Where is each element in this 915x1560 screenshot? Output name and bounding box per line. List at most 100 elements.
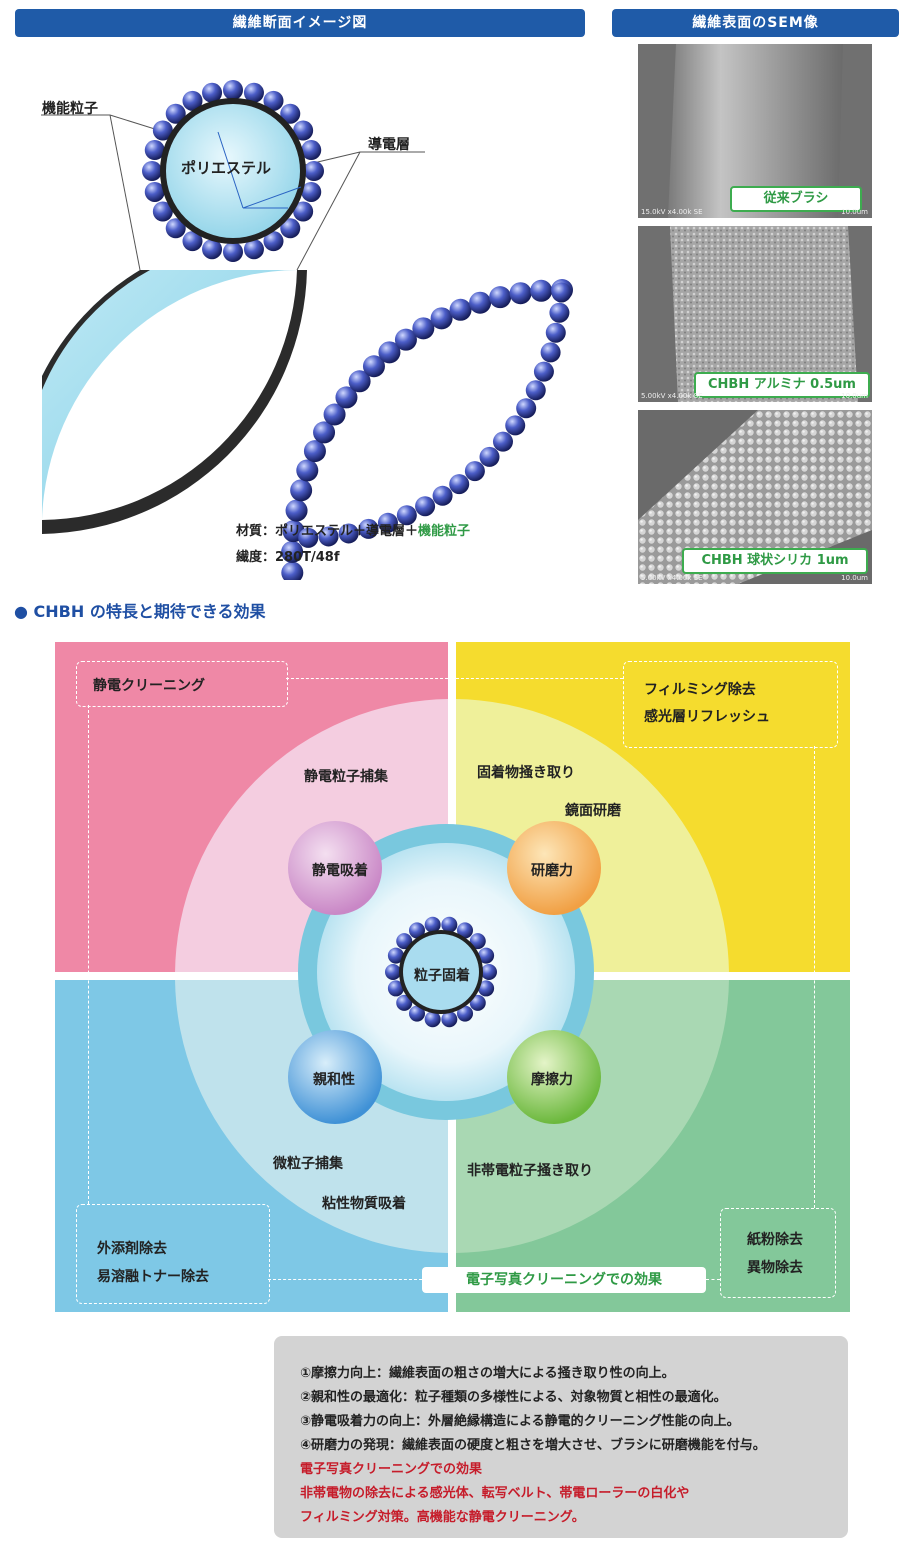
dashed-connector — [88, 705, 89, 1204]
particle-ball — [223, 242, 243, 262]
particle-ball — [281, 540, 304, 563]
bubble-label: 摩擦力 — [531, 1072, 573, 1088]
corner-text: 紙粉除去 — [747, 1232, 803, 1248]
bubble-label: 研磨力 — [531, 863, 573, 879]
particle-ball — [335, 386, 358, 409]
particles-label: 機能粒子 — [42, 101, 98, 117]
particle-ball — [348, 370, 371, 393]
particle-ball — [243, 82, 264, 103]
particle-ball — [144, 140, 165, 161]
note-red-line: 電子写真クリーニングでの効果 — [300, 1462, 483, 1477]
particle-ball — [387, 947, 404, 964]
particle-ball — [223, 80, 243, 100]
particle-ball — [469, 291, 492, 314]
corner-text: 感光層リフレッシュ — [644, 709, 770, 725]
corner-text: 外添剤除去 — [97, 1241, 167, 1257]
particle-ball — [545, 322, 566, 343]
particle-ball — [469, 994, 486, 1011]
particle-ball — [293, 201, 314, 222]
particle-ball — [387, 980, 404, 997]
particle-ball — [415, 496, 436, 517]
particle-ball — [298, 527, 319, 548]
particle-ball — [409, 922, 425, 939]
particle-ball — [182, 90, 203, 111]
effect-label: 非帯電粒子掻き取り — [467, 1163, 593, 1179]
sem-image-silica: CHBH 球状シリカ 1um 5.00kV x4.00k SE 10.0um — [638, 410, 872, 584]
particle-ball — [469, 933, 486, 950]
particle-ball — [449, 298, 472, 321]
dashed-connector — [706, 1279, 720, 1280]
sem-header: 繊維表面のSEM像 — [612, 9, 899, 37]
sem-tag: CHBH アルミナ 0.5um — [694, 372, 870, 398]
core-label: ポリエステル — [181, 159, 272, 177]
particle-ball — [263, 90, 284, 111]
particle-ball — [362, 355, 385, 378]
note-red-line: 非帯電物の除去による感光体、転写ベルト、帯電ローラーの白化や — [300, 1486, 690, 1501]
particle-ball — [301, 140, 322, 161]
particle-ball — [432, 485, 453, 506]
particle-ball — [540, 342, 561, 363]
particle-ball — [303, 440, 326, 463]
sem-tag: CHBH 球状シリカ 1um — [682, 548, 868, 574]
sem-scale: 10.0um — [841, 392, 868, 400]
particle-ball — [441, 916, 458, 933]
sem-scale: 10.0um — [841, 208, 868, 216]
material-highlight: 機能粒子 — [418, 524, 471, 539]
effect-label: 鏡面研磨 — [565, 803, 621, 819]
bubble-label: 静電吸着 — [312, 863, 368, 879]
particle-ball — [424, 1011, 441, 1028]
particle-ball — [304, 161, 324, 181]
particle-ball — [142, 161, 162, 181]
particle-ball — [412, 317, 435, 340]
particle-ball — [280, 218, 301, 239]
dashed-connector — [268, 1279, 422, 1280]
effect-label: 静電粒子捕集 — [304, 769, 388, 785]
dashed-connector — [456, 678, 623, 679]
material-prefix: 材質：ポリエステル＋導電層＋ — [236, 524, 419, 539]
notes-panel: ①摩擦力向上：繊維表面の粗さの増大による掻き取り性の向上。 ②親和性の最適化：粒… — [274, 1336, 848, 1538]
particle-ball — [492, 431, 513, 452]
particle-ball — [152, 201, 173, 222]
particle-ball — [165, 218, 186, 239]
particle-ball — [525, 380, 546, 401]
particle-ball — [424, 916, 441, 933]
particle-ball — [489, 286, 512, 309]
particle-ball — [449, 474, 470, 495]
particle-ball — [338, 523, 359, 544]
particle-ball — [551, 282, 572, 303]
callout-box-additive — [76, 1204, 270, 1304]
particle-ball — [296, 459, 319, 482]
note-line: ④研磨力の発現：繊維表面の硬度と粗さを増大させ、ブラシに研磨機能を付与。 — [300, 1438, 766, 1453]
dashed-connector — [814, 746, 815, 1208]
bubble-label: 親和性 — [313, 1072, 355, 1088]
particle-ball — [290, 479, 313, 502]
effects-banner: 電子写真クリーニングでの効果 — [422, 1267, 706, 1293]
particle-ball — [396, 505, 417, 526]
sem-scale: 10.0um — [841, 574, 868, 582]
sem-meta: 5.00kV x4.00k SE — [641, 392, 703, 400]
sem-meta: 15.0kV x4.00k SE — [641, 208, 703, 216]
callout-box-paper-dust — [720, 1208, 836, 1298]
particle-ball — [479, 446, 500, 467]
particle-ball — [441, 1011, 458, 1028]
particle-ball — [377, 512, 398, 533]
particle-ball — [396, 994, 413, 1011]
particle-ball — [202, 82, 223, 103]
particle-ball — [152, 120, 173, 141]
particle-ball — [549, 302, 570, 323]
particle-ball — [457, 1005, 473, 1022]
particle-ball — [165, 103, 186, 124]
particle-ball — [202, 239, 223, 260]
particle-ball — [281, 561, 304, 580]
particle-ball — [505, 415, 526, 436]
particle-ball — [464, 461, 485, 482]
particle-ball — [516, 398, 537, 419]
note-line: ②親和性の最適化：粒子種類の多様性による、対象物質と相性の最適化。 — [300, 1390, 727, 1405]
sem-tag: 従来ブラシ — [730, 186, 862, 212]
particle-ball — [481, 964, 497, 980]
fineness-line: 繊度：280T/48f — [236, 550, 340, 565]
particle-ball — [457, 922, 473, 939]
conductive-layer-label: 導電層 — [368, 137, 410, 153]
particle-ball — [293, 120, 314, 141]
particle-ball — [313, 421, 336, 444]
